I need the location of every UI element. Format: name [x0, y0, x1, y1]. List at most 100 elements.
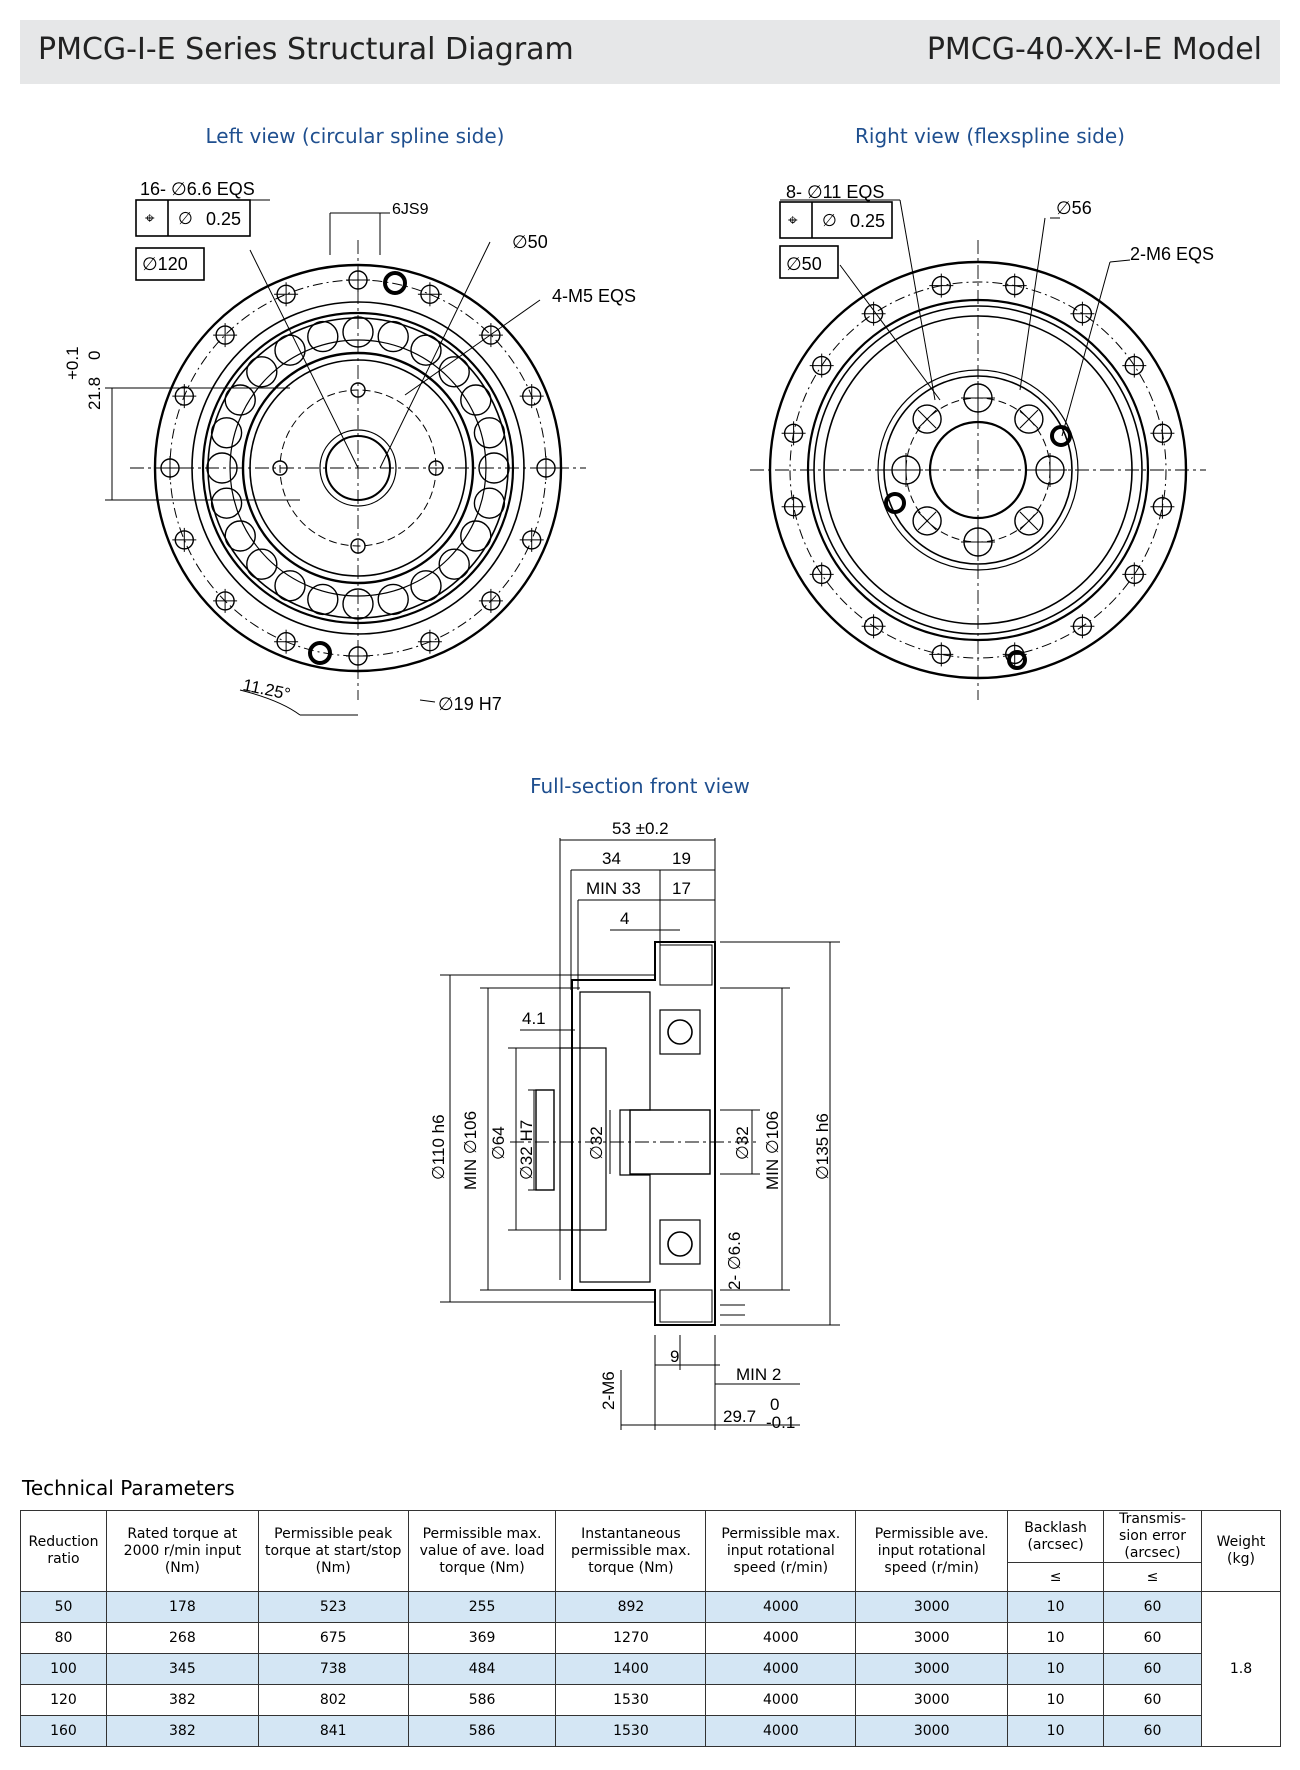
lv-keyway: 6JS9	[392, 201, 429, 218]
roller	[274, 334, 306, 366]
front-view-labels: 53 ±0.2 34 19 MIN 33 17 4 4.1 ∅110 h6 MI…	[429, 819, 832, 1432]
lv-offset-lower: 0	[85, 351, 104, 360]
inner-hole	[1014, 404, 1044, 434]
rv-pcd: ∅56	[1056, 198, 1092, 218]
fv-holes-6-6: 2- ∅6.6	[725, 1232, 744, 1290]
fv-min-106-left: MIN ∅106	[461, 1111, 480, 1190]
technical-drawing: 16- ∅6.6 EQS ⌖ ∅ 0.25 ∅120 6JS9 ∅50 4-M5…	[63, 179, 1214, 1432]
fv-len-29-7: 29.7	[723, 1407, 756, 1426]
table-cell: 4000	[705, 1591, 857, 1623]
table-cell: 1270	[555, 1622, 707, 1654]
table-cell: 10	[1007, 1715, 1105, 1747]
fv-len-4: 4	[620, 909, 629, 928]
fv-min-2: MIN 2	[736, 1365, 781, 1384]
header-transmission-sub: ≤	[1103, 1562, 1202, 1592]
roller	[438, 548, 470, 580]
lv-angle: 11.25°	[241, 675, 292, 704]
header-rated-torque: Rated torque at 2000 r/min input (Nm)	[105, 1510, 259, 1592]
fv-overall-length: 53 ±0.2	[612, 819, 669, 838]
left-view-drawing	[105, 199, 586, 716]
table-cell: 382	[105, 1684, 259, 1716]
table-cell: 50	[20, 1591, 107, 1623]
left-view-rollers	[206, 316, 510, 620]
table-cell: 4000	[705, 1715, 857, 1747]
lv-offset-upper: +0.1	[63, 346, 82, 380]
lv-hole-callout: 16- ∅6.6 EQS	[140, 179, 255, 199]
roller	[224, 520, 256, 552]
header-backlash-sub: ≤	[1007, 1562, 1105, 1592]
rv-position-tolerance: 0.25	[850, 211, 885, 231]
page-title: PMCG-I-E Series Structural Diagram	[38, 32, 574, 67]
lv-bore: ∅19 H7	[438, 694, 502, 714]
table-cell: 60	[1103, 1622, 1202, 1654]
header-transmission-error: Transmis-sion error (arcsec)	[1103, 1510, 1202, 1563]
table-cell: 586	[407, 1684, 557, 1716]
fv-len-34: 34	[602, 849, 621, 868]
table-cell: 382	[105, 1715, 259, 1747]
rv-hole-callout: 8- ∅11 EQS	[786, 182, 884, 202]
technical-parameters-title: Technical Parameters	[22, 1476, 235, 1500]
roller	[224, 384, 256, 416]
rv-tapped: 2-M6 EQS	[1130, 244, 1214, 264]
header-instantaneous-torque: Instantaneous permissible max. torque (N…	[555, 1510, 707, 1592]
table-cell: 178	[105, 1591, 259, 1623]
header-peak-torque: Permissible peak torque at start/stop (N…	[257, 1510, 409, 1592]
lv-position-symbol: ⌖	[145, 209, 155, 228]
table-cell: 841	[257, 1715, 409, 1747]
table-cell: 10	[1007, 1591, 1105, 1623]
rv-datum-dia: ∅50	[786, 254, 822, 274]
table-cell: 3000	[855, 1591, 1009, 1623]
right-view-drawing	[750, 199, 1206, 700]
header-reduction-ratio: Reduction ratio	[20, 1510, 107, 1592]
roller	[246, 548, 278, 580]
lv-tapped: 4-M5 EQS	[552, 286, 636, 306]
right-view-bolt-holes	[781, 273, 1175, 667]
table-cell: 160	[20, 1715, 107, 1747]
table-cell: 3000	[855, 1653, 1009, 1685]
roller	[410, 334, 442, 366]
table-cell: 268	[105, 1622, 259, 1654]
inner-hole	[912, 404, 942, 434]
caption-right-view: Right view (flexspline side)	[855, 124, 1125, 148]
table-cell: 60	[1103, 1653, 1202, 1685]
roller	[377, 320, 409, 353]
caption-front-view: Full-section front view	[530, 774, 750, 798]
table-cell: 484	[407, 1653, 557, 1685]
table-cell: 3000	[855, 1684, 1009, 1716]
fv-min-106-right: MIN ∅106	[763, 1111, 782, 1190]
rv-dia-symbol: ∅	[822, 211, 837, 230]
roller	[460, 384, 492, 416]
table-cell: 4000	[705, 1684, 857, 1716]
roller	[473, 487, 506, 519]
lv-offset-value: 21.8	[85, 377, 104, 410]
table-cell: 3000	[855, 1622, 1009, 1654]
roller	[246, 356, 278, 388]
fv-dia-32-h7: ∅32 H7	[517, 1120, 536, 1180]
table-cell: 738	[257, 1653, 409, 1685]
technical-parameters-table: Reduction ratio Rated torque at 2000 r/m…	[20, 1510, 1282, 1747]
table-cell: 345	[105, 1653, 259, 1685]
table-cell: 120	[20, 1684, 107, 1716]
table-cell: 1530	[555, 1715, 707, 1747]
header-backlash: Backlash (arcsec)	[1007, 1510, 1105, 1563]
fv-dia-135: ∅135 h6	[813, 1113, 832, 1180]
roller	[460, 520, 492, 552]
fv-len-4-1: 4.1	[522, 1009, 546, 1028]
table-cell: 10	[1007, 1653, 1105, 1685]
rv-position-symbol: ⌖	[788, 211, 798, 230]
table-cell: 4000	[705, 1622, 857, 1654]
table-cell: 1400	[555, 1653, 707, 1685]
table-cell: 80	[20, 1622, 107, 1654]
left-view-bolt-holes	[158, 268, 558, 668]
table-cell: 255	[407, 1591, 557, 1623]
table-cell: 100	[20, 1653, 107, 1685]
lv-dia-symbol: ∅	[178, 209, 193, 228]
fv-len-9: 9	[670, 1347, 679, 1366]
header-max-input-speed: Permissible max. input rotational speed …	[705, 1510, 857, 1592]
table-cell: 1530	[555, 1684, 707, 1716]
fv-len-17: 17	[672, 879, 691, 898]
